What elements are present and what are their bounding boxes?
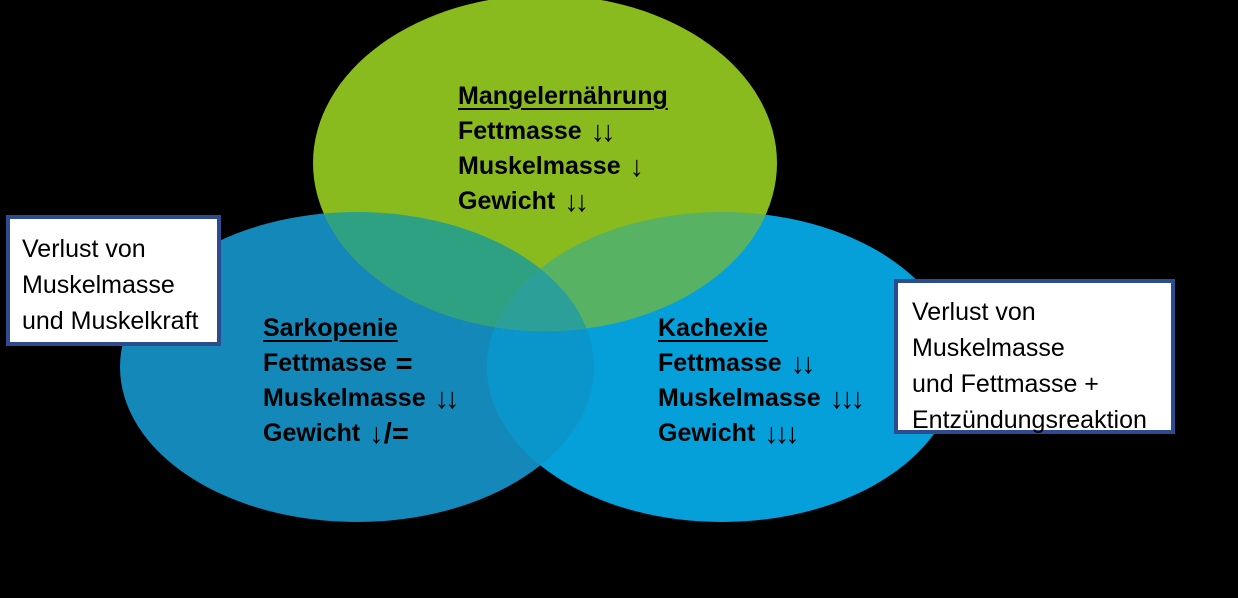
malnutrition-weight-row: Gewicht ↓↓ [458, 184, 668, 219]
sarcopenia-fat-row: Fettmasse = [263, 346, 456, 381]
malnutrition-title: Mangelernährung [458, 82, 668, 110]
weight-label: Gewicht [458, 187, 556, 215]
double-down-arrow-icon: ↓↓ [590, 116, 616, 148]
down-arrow-icon: ↓ [629, 151, 644, 183]
double-down-arrow-icon: ↓↓ [434, 383, 460, 415]
malnutrition-fat-row: Fettmasse ↓↓ [458, 114, 668, 149]
cachexia-title: Kachexie [658, 314, 768, 342]
equals-sign: = [395, 348, 413, 380]
callout-line: Verlust von [912, 298, 1036, 326]
fat-label: Fettmasse [658, 349, 782, 377]
callout-line: Muskelmasse [912, 334, 1065, 362]
muscle-label: Muskelmasse [458, 152, 621, 180]
sarcopenia-title: Sarkopenie [263, 314, 398, 342]
sarcopenia-muscle-row: Muskelmasse ↓↓ [263, 381, 460, 416]
callout-line: Entzündungsreaktion [912, 406, 1147, 434]
callout-line: und Muskelkraft [22, 307, 199, 335]
sarcopenia-weight-row: Gewicht ↓ / = [263, 416, 456, 451]
malnutrition-text-block: Mangelernährung Fettmasse ↓↓ Muskelmasse ↓… [458, 79, 668, 219]
triple-down-arrow-icon: ↓↓↓ [764, 418, 799, 450]
malnutrition-muscle-row: Muskelmasse ↓ [458, 149, 668, 184]
cachexia-callout-box: Verlust von Muskelmasse und Fettmasse + … [894, 279, 1175, 434]
callout-line: Muskelmasse [22, 271, 175, 299]
weight-label: Gewicht [658, 419, 756, 447]
fat-label: Fettmasse [458, 117, 582, 145]
cachexia-fat-row: Fettmasse ↓↓ [658, 346, 861, 381]
double-down-arrow-icon: ↓↓ [790, 348, 816, 380]
down-arrow-or-equals: ↓ / = [369, 418, 409, 450]
cachexia-text-block: Kachexie Fettmasse ↓↓ Muskelmasse ↓↓↓ Gewi… [658, 311, 865, 451]
cachexia-weight-row: Gewicht ↓↓↓ [658, 416, 861, 451]
malnutrition-sarcopenia-overlap [313, 212, 594, 331]
triple-down-arrow-icon: ↓↓↓ [829, 383, 865, 415]
fat-label: Fettmasse [263, 349, 387, 377]
muscle-label: Muskelmasse [658, 384, 821, 412]
cachexia-muscle-row: Muskelmasse ↓↓↓ [658, 381, 865, 416]
muscle-label: Muskelmasse [263, 384, 426, 412]
weight-label: Gewicht [263, 419, 361, 447]
sarcopenia-callout-box: Verlust von Muskelmasse und Muskelkraft [6, 215, 221, 346]
callout-line: und Fettmasse + [912, 370, 1099, 398]
malnutrition-cachexia-overlap [487, 212, 777, 331]
sarcopenia-text-block: Sarkopenie Fettmasse = Muskelmasse ↓↓ Gewi… [263, 311, 460, 451]
callout-line: Verlust von [22, 235, 146, 263]
double-down-arrow-icon: ↓↓ [564, 186, 589, 218]
